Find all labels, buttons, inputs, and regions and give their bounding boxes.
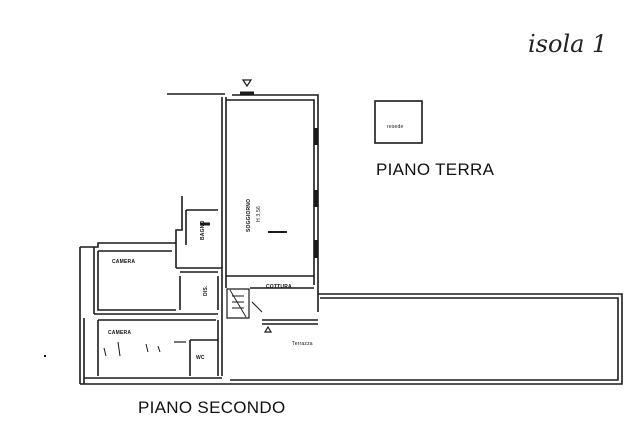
dis-label: DIS.: [203, 285, 209, 296]
cottura-label: COTTURA: [266, 284, 292, 290]
camera-top-label: CAMERA: [112, 259, 136, 265]
second-floor-title: PIANO SECONDO: [138, 398, 286, 417]
soggiorno-wall: [232, 94, 319, 312]
bagno-label: BAGNO: [200, 220, 206, 240]
terrazza-outline: [226, 293, 623, 385]
resede-outline: [374, 100, 423, 144]
wc-label: WC: [196, 355, 205, 361]
camera-bottom-label: CAMERA: [108, 330, 132, 336]
soggiorno-height-label: H 3,56: [256, 206, 262, 222]
north-marker: [241, 79, 253, 88]
ground-floor-title: PIANO TERRA: [376, 160, 495, 179]
entry-marker: [263, 325, 273, 333]
terrazza-label: Terrazza: [292, 341, 313, 347]
soggiorno-label: SOGGIORNO: [246, 198, 252, 232]
resede-label: resede: [387, 124, 404, 130]
stair-outline: [226, 288, 250, 319]
handwritten-note: isola 1: [528, 30, 608, 58]
